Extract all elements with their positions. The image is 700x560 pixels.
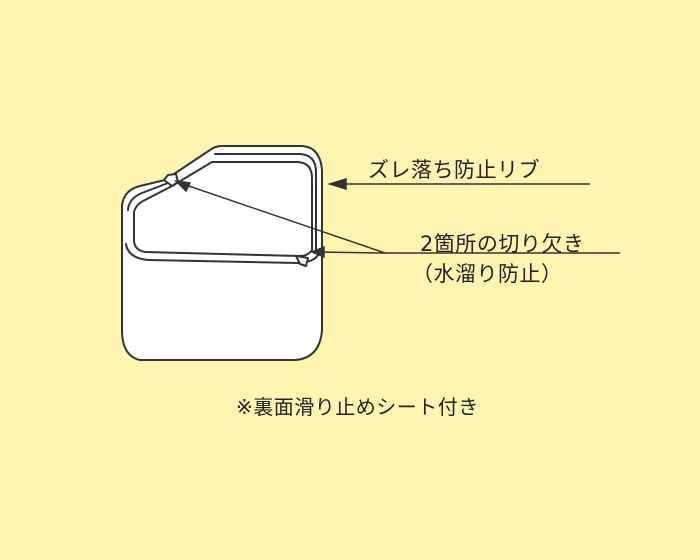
front-rim [125,243,321,264]
notch-left-arrow-head [173,179,192,193]
holder-top-face [133,161,313,257]
rib-rim [214,153,317,253]
rib-label: ズレ落ち防止リブ [368,158,540,182]
holder-object [121,145,323,361]
notch-right-arrow-head [310,245,325,259]
notch-label: 2箇所の切り欠き [420,232,585,256]
notch-purpose-label: （水溜り防止） [412,262,563,286]
notch-left [163,173,179,187]
rim-edge [127,182,169,211]
notch-leader-to-left [179,182,386,254]
leader-lines [173,177,620,259]
notch-leader-to-right [315,251,386,254]
footnote-label: ※裏面滑り止めシート付き [236,395,479,419]
rib-arrow-head [327,177,347,191]
notch-right [295,255,309,267]
